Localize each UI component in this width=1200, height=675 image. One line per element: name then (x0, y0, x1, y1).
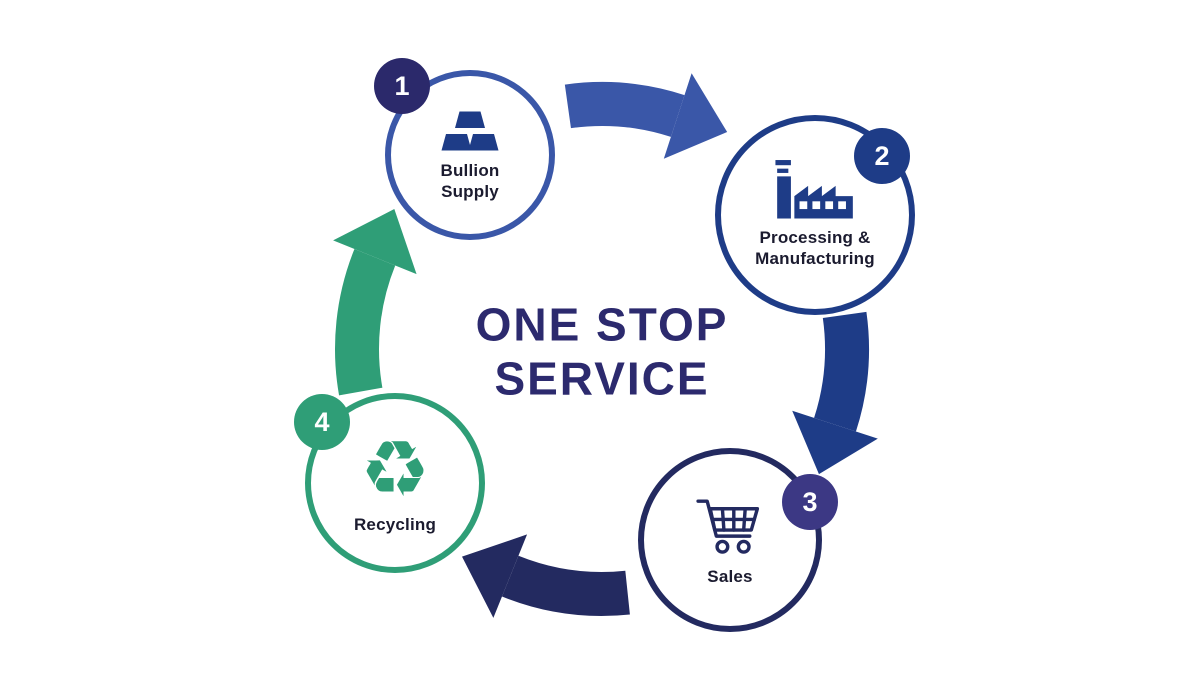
title-line-2: SERVICE (494, 353, 710, 405)
arrow-recycling-to-supply (335, 248, 396, 396)
step-circle: Sales (638, 448, 822, 632)
arrowhead-processing-to-sales (792, 410, 878, 475)
arrow-supply-to-processing (564, 82, 685, 138)
step-circle: Bullion Supply (385, 70, 555, 240)
title-line-1: ONE STOP (475, 298, 729, 351)
step-label: Bullion Supply (440, 161, 500, 201)
arrowhead-sales-to-recycling (462, 534, 528, 618)
step-number-badge: 1 (374, 58, 430, 114)
step-sales: Sales 3 (638, 448, 838, 632)
gold-bars-icon (432, 107, 508, 155)
step-label: Sales (707, 566, 753, 586)
step-label: Processing & Manufacturing (755, 228, 875, 268)
shopping-cart-icon (692, 493, 768, 561)
diagram-title: ONE STOP SERVICE (476, 298, 729, 407)
step-number-badge: 3 (782, 474, 838, 530)
factory-icon (772, 160, 858, 222)
arrow-processing-to-sales (813, 311, 869, 432)
step-processing-manufacturing: Processing & Manufacturing 2 (715, 115, 915, 315)
arrow-sales-to-recycling (501, 555, 630, 616)
arrowhead-supply-to-processing (663, 73, 728, 159)
step-label: Recycling (353, 514, 437, 534)
step-recycling: ♻ Recycling 4 (294, 393, 485, 573)
recycle-icon: ♻ (360, 424, 430, 515)
arrowhead-recycling-to-supply (333, 209, 417, 275)
step-number-badge: 4 (294, 394, 350, 450)
step-bullion-supply: Bullion Supply 1 (374, 58, 555, 240)
step-number-badge: 2 (854, 128, 910, 184)
